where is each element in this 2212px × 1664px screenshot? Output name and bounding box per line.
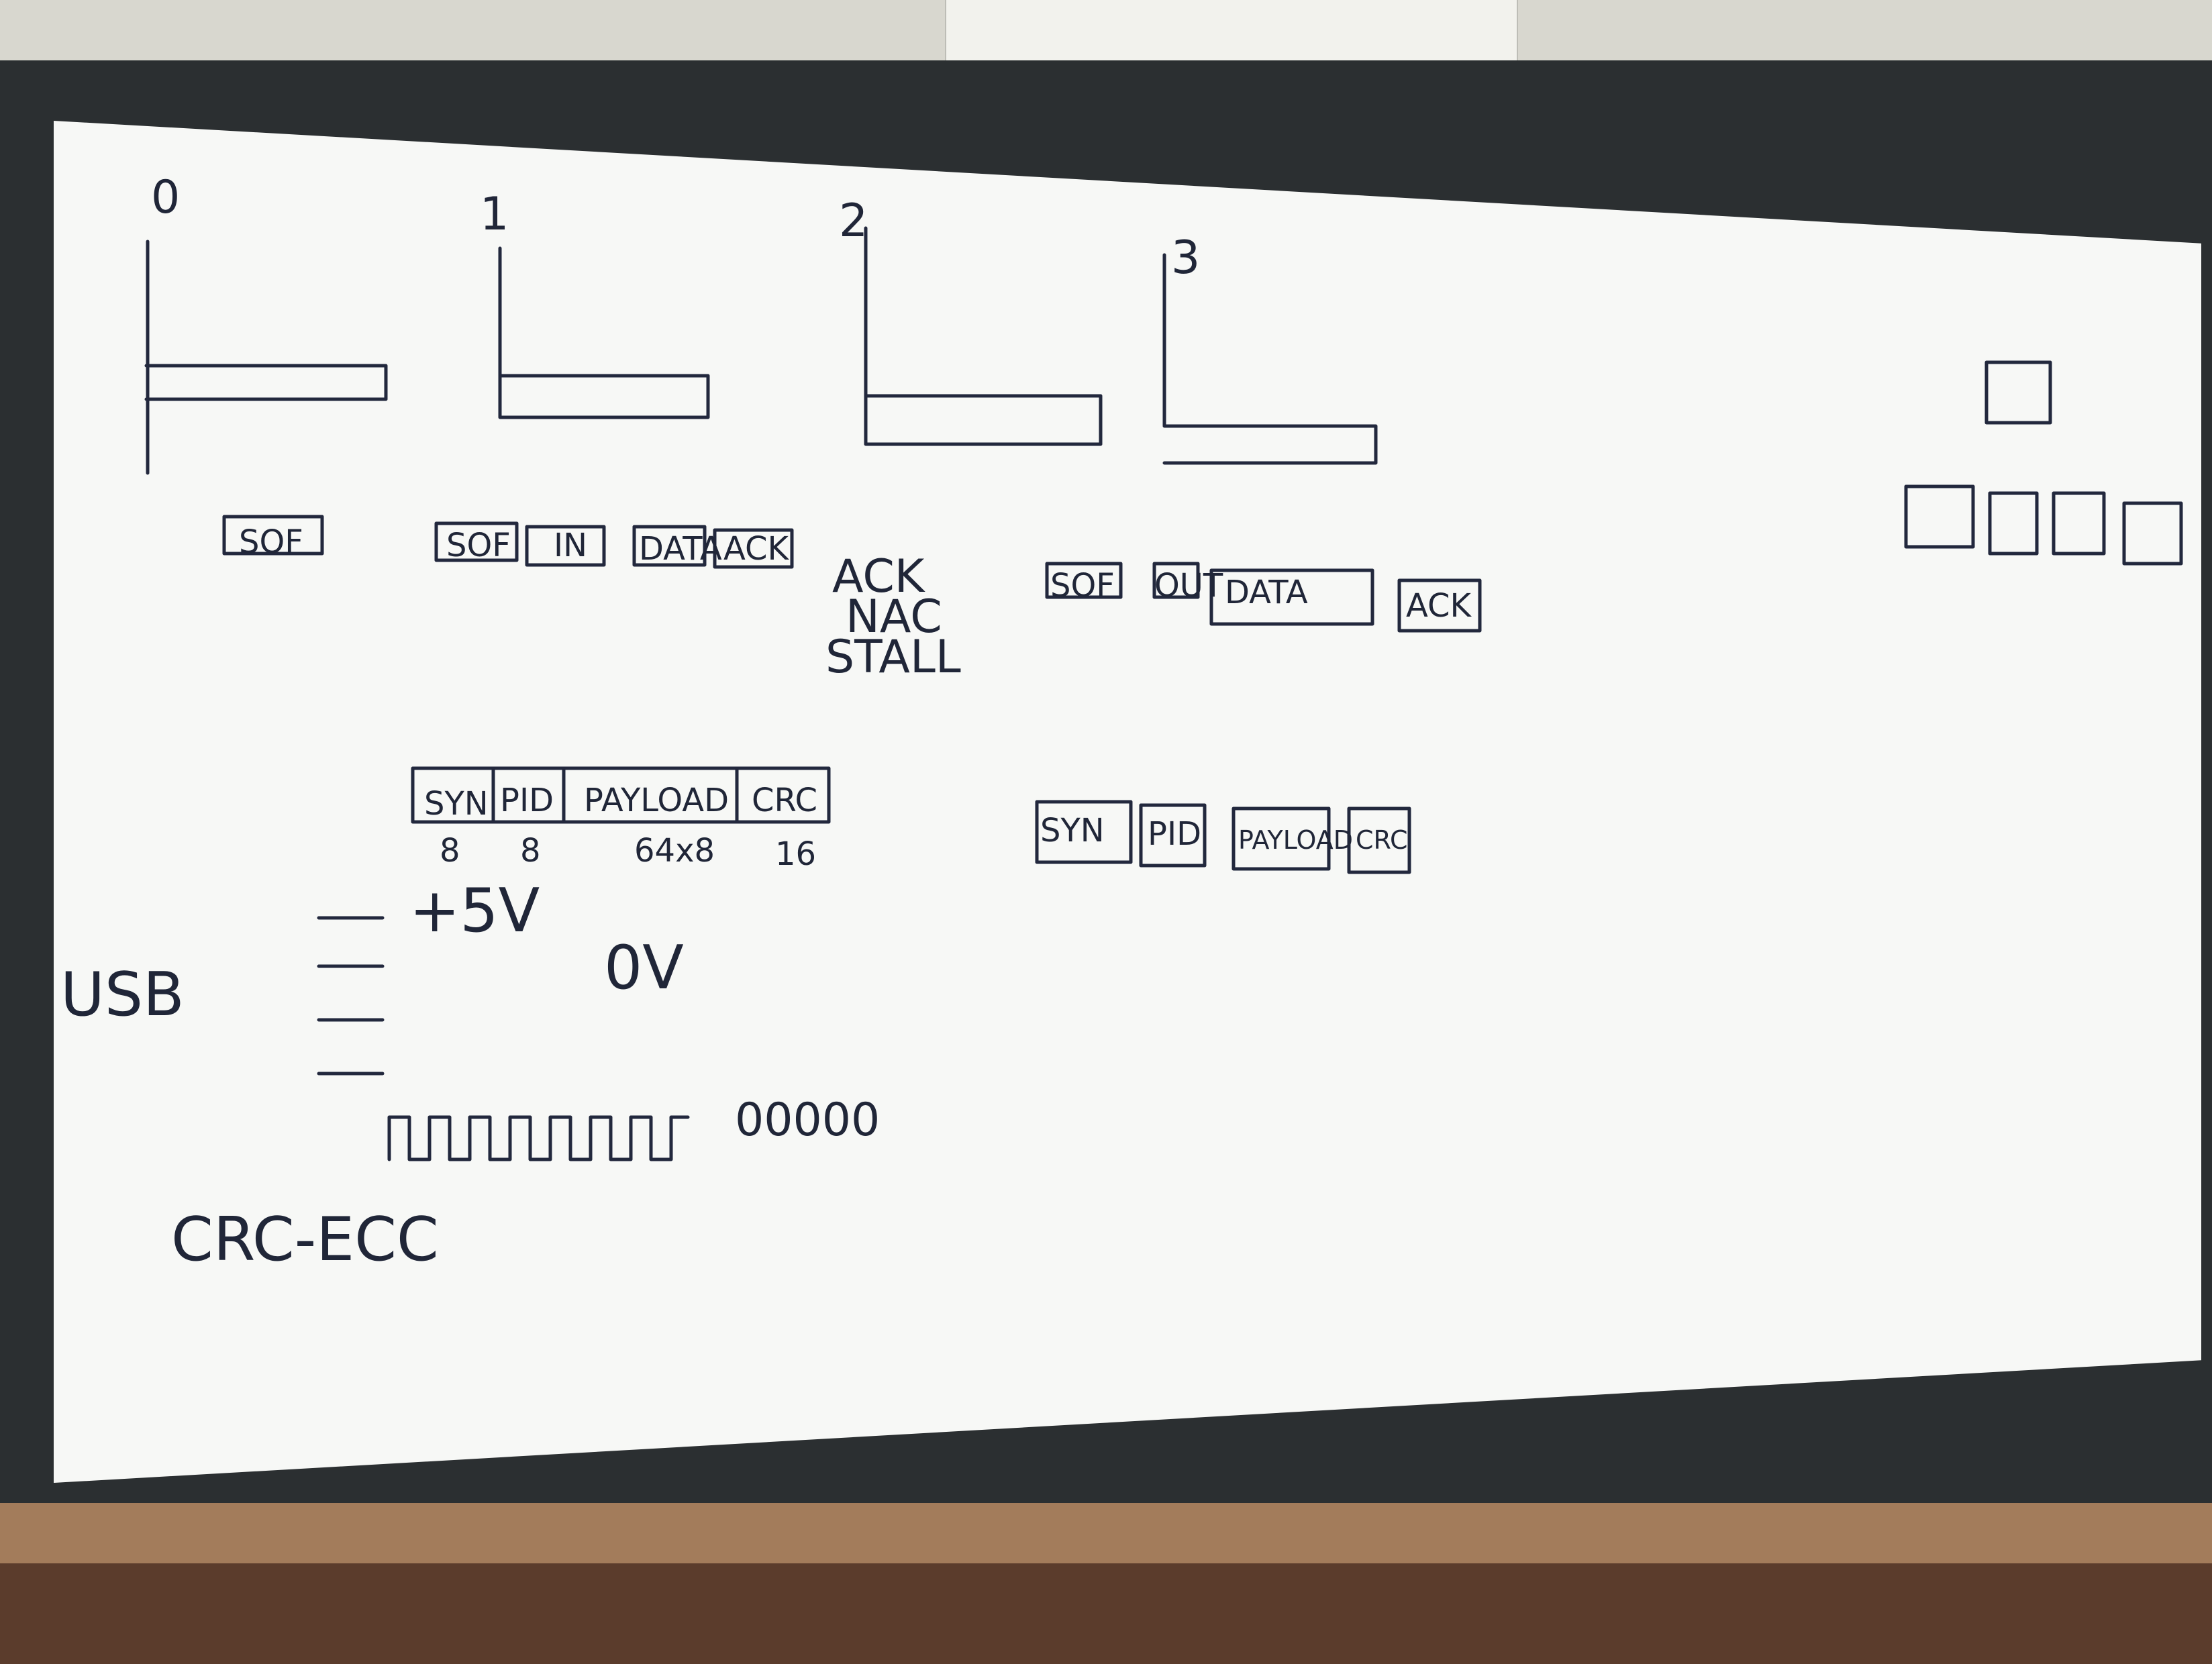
packet-sof-label: SOF xyxy=(446,527,511,564)
frame-1-label: 1 xyxy=(480,188,509,241)
bits-syn: 8 xyxy=(440,832,460,870)
frame-0-label: 0 xyxy=(151,171,181,224)
bits-pid: 8 xyxy=(520,832,541,870)
packet-in-label: IN xyxy=(554,527,588,564)
packet-ack-label: ACK xyxy=(723,530,789,568)
usb-cable-label: USB xyxy=(60,959,185,1030)
right-packet-data: DATA xyxy=(1225,574,1308,611)
field-payload: PAYLOAD xyxy=(584,782,730,819)
whiteboard-ledge xyxy=(0,1503,2212,1563)
bits-payload: 64x8 xyxy=(634,832,715,870)
ground-voltage-label: 0V xyxy=(604,933,684,1003)
handshake-stall: STALL xyxy=(825,631,961,684)
frame-3-label: 3 xyxy=(1171,231,1201,284)
right-field-syn: SYN xyxy=(1040,812,1105,849)
field-pid: PID xyxy=(500,782,554,819)
field-syn: SYN xyxy=(424,785,489,823)
zero-bits-label: 00000 xyxy=(735,1094,881,1147)
lower-wall xyxy=(0,1563,2212,1664)
right-field-payload: PAYLOAD xyxy=(1238,825,1354,855)
field-crc: CRC xyxy=(752,782,817,819)
sof-box-label: SOF xyxy=(239,523,303,561)
right-packet-ack: ACK xyxy=(1406,587,1471,625)
right-packet-sof: SOF xyxy=(1050,567,1115,605)
handshake-nac: NAC xyxy=(846,590,942,643)
handshake-ack: ACK xyxy=(832,550,925,603)
crc-ecc-label: CRC-ECC xyxy=(171,1204,439,1275)
right-field-crc: CRC xyxy=(1356,825,1408,855)
voltage-label: +5V xyxy=(409,876,540,946)
right-packet-out: OUT xyxy=(1154,567,1223,605)
frame-2-label: 2 xyxy=(839,195,868,248)
right-field-pid: PID xyxy=(1148,815,1202,853)
bits-crc: 16 xyxy=(775,835,817,873)
packet-data-label: DATA xyxy=(639,530,722,568)
